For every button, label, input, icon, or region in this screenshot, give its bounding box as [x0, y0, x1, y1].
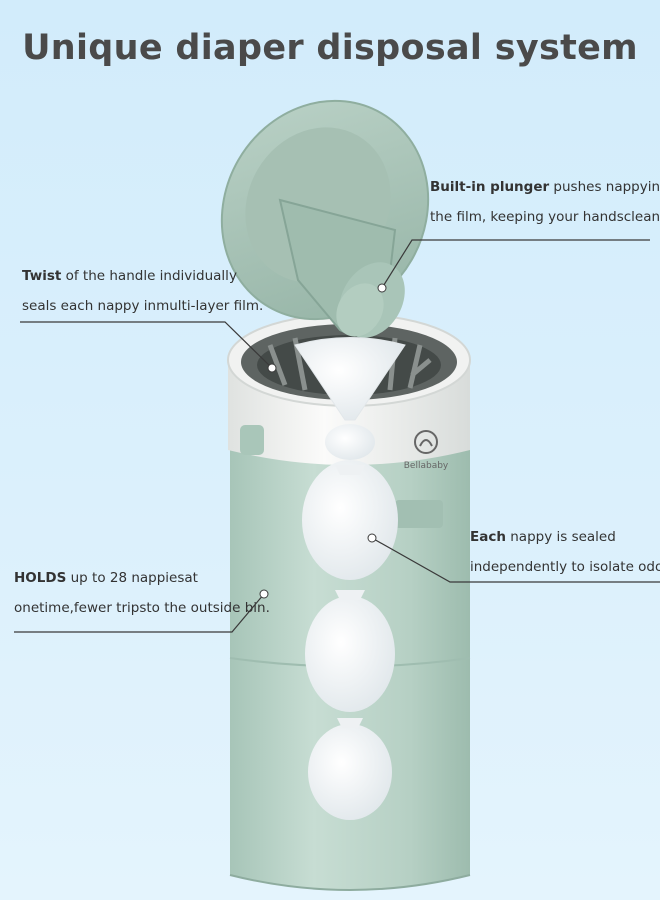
callout-plunger-bold: Built-in plunger — [430, 179, 550, 195]
callout-holds-line2: onetime,fewer tripsto the outside bin. — [14, 600, 270, 616]
release-button[interactable] — [240, 425, 264, 455]
page-title: Unique diaper disposal system — [22, 28, 638, 68]
callout-holds: HOLDS up to 28 nappiesat onetime,fewer t… — [14, 563, 270, 623]
plunger — [278, 198, 405, 338]
callout-plunger-text: pushes nappyinto — [553, 179, 660, 195]
callout-plunger-line2: the film, keeping your handsclean. — [430, 209, 660, 225]
callout-each-text: nappy is sealed — [505, 529, 616, 545]
callout-each-line2: independently to isolate odors. — [470, 559, 660, 575]
callout-twist-text: of the handle individually — [61, 268, 237, 284]
leader-lines — [14, 239, 660, 633]
callout-holds-bold: HOLDS — [14, 570, 67, 586]
callout-dots — [259, 283, 387, 599]
callout-twist-bold: Twist — [22, 268, 62, 284]
callout-each-bold: Each — [470, 529, 506, 545]
callout-each: Each nappy is sealed independently to is… — [470, 522, 660, 582]
callout-plunger: Built-in plunger pushes nappyinto the fi… — [430, 172, 660, 232]
brand-logo: Bellababy — [404, 430, 449, 471]
callout-twist: Twist of the handle individually seals e… — [22, 261, 263, 321]
handle-slot[interactable] — [395, 500, 443, 528]
film-bag — [294, 337, 406, 820]
callout-holds-text: up to 28 nappiesat — [66, 570, 198, 586]
callout-twist-line2: seals each nappy inmulti-layer film. — [22, 298, 264, 314]
brand-name: Bellababy — [404, 461, 449, 471]
